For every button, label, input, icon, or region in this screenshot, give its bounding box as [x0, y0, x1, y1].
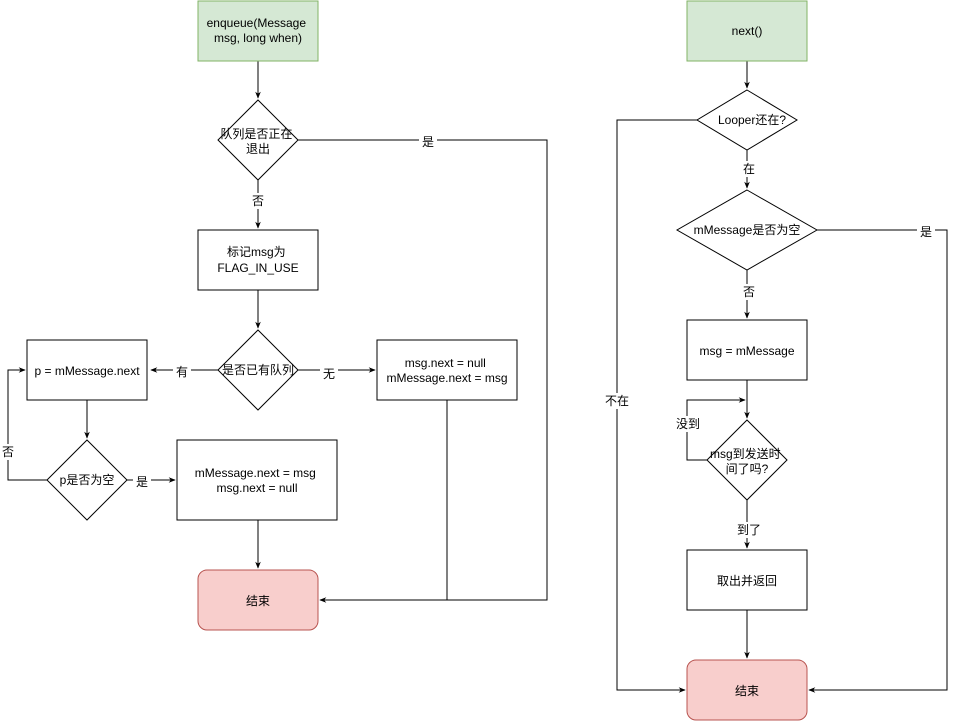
enqueue-end-label: 结束: [246, 594, 270, 608]
edge-label-has-queue: 有: [176, 365, 188, 379]
process-assign-msg-label: msg = mMessage: [699, 344, 794, 358]
next-end-label: 结束: [735, 684, 759, 698]
enqueue-flowchart: enqueue(Message msg, long when) 队列是否正在 退…: [0, 0, 548, 631]
decision-queue-quitting: [217, 99, 299, 181]
edge-label-looper-not-alive: 不在: [605, 394, 629, 408]
process-take-and-return-label: 取出并返回: [717, 574, 777, 588]
edge-empty-yes: [808, 229, 948, 693]
next-flowchart: next() Looper还在? mMessage是否为空 msg = mMes…: [603, 0, 948, 721]
edge-label-p-empty-no: 否: [2, 445, 14, 459]
edge-label-quitting-yes: 是: [422, 135, 434, 149]
process-p-next-label: p = mMessage.next: [34, 364, 140, 378]
enqueue-end-node: [197, 569, 319, 631]
decision-message-empty: [675, 189, 819, 271]
edge-label-empty-yes: 是: [920, 225, 932, 239]
process-assign-empty-queue: [376, 339, 518, 401]
process-assign-p: [176, 439, 338, 521]
process-assign-empty-queue-label: msg.next = null mMessage.next = msg: [386, 356, 507, 385]
process-assign-p-label: mMessage.next = msg msg.next = null: [195, 466, 319, 495]
process-assign-msg: [686, 319, 808, 381]
edge-label-p-empty-yes: 是: [136, 475, 148, 489]
process-p-next: [26, 339, 148, 401]
edge-label-no-queue: 无: [323, 367, 335, 381]
decision-message-empty-label: mMessage是否为空: [694, 223, 801, 237]
decision-send-time-label: msg到发送时 间了吗?: [710, 446, 784, 476]
next-end-node: [686, 659, 808, 721]
process-mark-in-use-label: 标记msg为 FLAG_IN_USE: [217, 245, 298, 275]
decision-looper-alive-label: Looper还在?: [718, 113, 786, 127]
edge-label-not-yet: 没到: [676, 416, 700, 431]
decision-p-empty-label: p是否为空: [60, 473, 115, 487]
enqueue-start-label: enqueue(Message msg, long when): [207, 16, 310, 45]
next-start-node: [686, 0, 808, 62]
edge-label-looper-alive: 在: [743, 162, 755, 176]
decision-looper-alive: [696, 89, 798, 151]
edge-label-arrived: 到了: [737, 523, 761, 537]
process-take-and-return: [686, 549, 808, 611]
decision-p-empty: [46, 439, 128, 521]
next-start-label: next(): [732, 24, 763, 38]
edge-label-empty-no: 否: [743, 285, 755, 299]
edge-label-quitting-no: 否: [252, 194, 264, 208]
decision-queue-quitting-label: 队列是否正在 退出: [220, 126, 295, 156]
process-mark-in-use: [197, 229, 319, 291]
enqueue-start-node: [197, 0, 319, 62]
decision-has-queue-label: 是否已有队列: [222, 362, 294, 377]
decision-send-time: [706, 419, 788, 501]
edge-pempty-no: [7, 367, 47, 481]
decision-has-queue: [217, 329, 299, 411]
